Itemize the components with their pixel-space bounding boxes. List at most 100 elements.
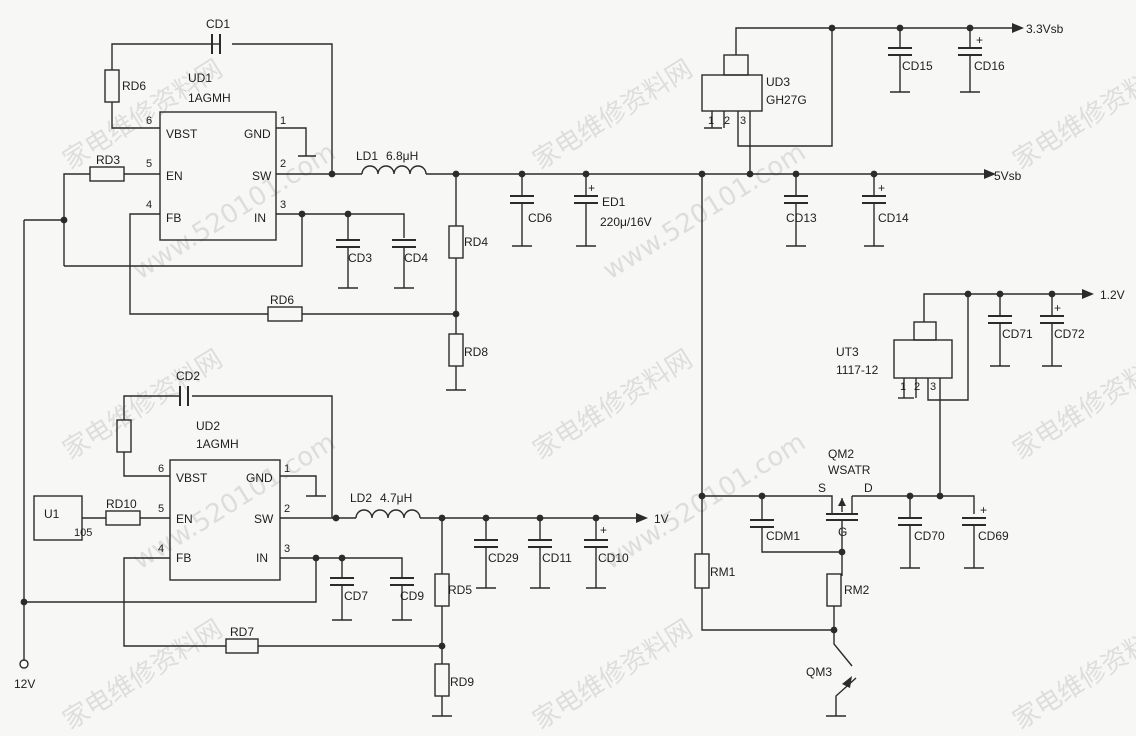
svg-text:RD6: RD6 — [270, 293, 294, 307]
svg-text:6.8μH: 6.8μH — [386, 149, 418, 163]
capacitor-cd1: CD1 — [206, 17, 230, 54]
watermark-text: 家电维修资料网 — [528, 614, 698, 736]
svg-text:1.2V: 1.2V — [1100, 288, 1125, 302]
svg-text:2: 2 — [280, 158, 286, 170]
svg-text:ED1: ED1 — [602, 195, 626, 209]
svg-text:1V: 1V — [654, 512, 669, 526]
svg-text:4: 4 — [158, 543, 164, 555]
svg-text:CD16: CD16 — [974, 59, 1005, 73]
svg-text:GND: GND — [244, 127, 271, 141]
svg-text:6: 6 — [158, 463, 164, 475]
chip-ut3: UT3 1117-12 1 2 3 1.2V — [836, 288, 1125, 496]
svg-text:2: 2 — [914, 381, 920, 393]
svg-text:S: S — [818, 481, 826, 495]
resistor-rd3: RD3 — [89, 153, 125, 182]
capacitor-cd9: CD9 — [390, 577, 424, 621]
transistor-qm2: QM2 WSATR S D G — [701, 174, 975, 576]
svg-text:UD2: UD2 — [196, 419, 220, 433]
capacitor-cd69: + CD69 — [962, 503, 1009, 569]
capacitor-cd72: + CD72 — [1040, 294, 1085, 367]
svg-text:EN: EN — [176, 512, 193, 526]
resistor-unlabeled — [116, 419, 132, 453]
svg-text:CD3: CD3 — [348, 251, 372, 265]
svg-text:FB: FB — [166, 211, 181, 225]
svg-text:EN: EN — [166, 169, 183, 183]
svg-text:GND: GND — [246, 471, 273, 485]
svg-text:CD4: CD4 — [404, 251, 428, 265]
svg-text:CD7: CD7 — [344, 589, 368, 603]
svg-text:LD2: LD2 — [350, 491, 372, 505]
svg-text:SW: SW — [252, 169, 272, 183]
capacitor-cd10: + CD10 — [584, 518, 629, 589]
svg-text:CD2: CD2 — [176, 369, 200, 383]
svg-text:CD72: CD72 — [1054, 327, 1085, 341]
capacitor-cd7: CD7 — [330, 577, 368, 621]
svg-text:CD69: CD69 — [978, 529, 1009, 543]
svg-text:3: 3 — [280, 199, 286, 211]
resistor-rm1: RM1 — [694, 496, 834, 631]
svg-text:CD6: CD6 — [528, 211, 552, 225]
svg-text:1: 1 — [280, 115, 286, 127]
svg-text:GH27G: GH27G — [766, 93, 807, 107]
capacitor-cd4: CD4 — [392, 239, 428, 289]
svg-text:RM1: RM1 — [710, 565, 736, 579]
capacitor-cd71: CD71 — [988, 294, 1033, 367]
svg-text:1: 1 — [284, 463, 290, 475]
feedback-divider-1: RD4 RD8 — [446, 174, 488, 391]
resistor-rd10: RD10 — [105, 497, 141, 526]
svg-text:3: 3 — [930, 381, 936, 393]
svg-text:3: 3 — [284, 543, 290, 555]
capacitor-cd13: CD13 — [784, 174, 817, 247]
ud1-wiring — [24, 43, 456, 315]
svg-text:QM2: QM2 — [828, 447, 854, 461]
watermark: 家电维修资料网 www.520101.com 家电维修资料网 www.52010… — [58, 54, 1136, 736]
svg-text:WSATR: WSATR — [828, 463, 871, 477]
chip-ud1: UD1 1AGMH VBST GND EN SW FB IN 6 5 4 1 2… — [146, 71, 286, 241]
svg-text:3.3Vsb: 3.3Vsb — [1026, 22, 1064, 36]
rail-12v: 12V — [14, 220, 35, 691]
svg-text:RD3: RD3 — [96, 153, 120, 167]
svg-text:4: 4 — [146, 199, 152, 211]
svg-text:+: + — [1054, 301, 1061, 315]
watermark-text: 家电维修资料网 — [528, 344, 698, 466]
svg-text:IN: IN — [254, 211, 266, 225]
resistor-rd6b: RD6 — [267, 293, 303, 322]
svg-text:CDM1: CDM1 — [766, 529, 800, 543]
svg-text:CD10: CD10 — [598, 551, 629, 565]
capacitor-cd29: CD29 — [474, 518, 519, 589]
svg-text:CD13: CD13 — [786, 211, 817, 225]
chip-ud3: UD3 GH27G 1 2 3 3.3Vsb — [701, 22, 1064, 174]
chip-ud2: UD2 1AGMH VBST GND EN SW FB IN 6 5 4 1 2… — [158, 419, 290, 581]
capacitor-cd2: CD2 — [176, 369, 200, 406]
svg-text:105: 105 — [74, 527, 92, 539]
capacitor-cd14: + CD14 — [862, 174, 909, 247]
svg-text:RM2: RM2 — [844, 583, 870, 597]
svg-text:CD71: CD71 — [1002, 327, 1033, 341]
svg-text:1117-12: 1117-12 — [836, 363, 879, 377]
watermark-url: www.520101.com — [598, 137, 811, 286]
svg-text:U1: U1 — [44, 507, 60, 521]
svg-text:SW: SW — [254, 512, 274, 526]
svg-text:CD14: CD14 — [878, 211, 909, 225]
svg-text:CD9: CD9 — [400, 589, 424, 603]
svg-text:12V: 12V — [14, 677, 35, 691]
block-u1: U1 105 — [33, 495, 92, 541]
watermark-text: 家电维修资料网 — [1008, 54, 1136, 176]
capacitor-cd16: + CD16 — [958, 28, 1005, 93]
svg-text:+: + — [878, 181, 885, 195]
capacitor-cd3: CD3 — [336, 238, 372, 289]
svg-text:RD10: RD10 — [106, 497, 137, 511]
svg-text:VBST: VBST — [166, 127, 198, 141]
svg-text:1AGMH: 1AGMH — [196, 437, 239, 451]
svg-text:FB: FB — [176, 551, 191, 565]
svg-text:RD9: RD9 — [450, 675, 474, 689]
svg-text:UT3: UT3 — [836, 345, 859, 359]
junctions — [20, 24, 1056, 650]
svg-text:6: 6 — [146, 115, 152, 127]
svg-text:RD7: RD7 — [230, 625, 254, 639]
resistor-rd6a: RD6 — [104, 69, 146, 103]
svg-text:CD1: CD1 — [206, 17, 230, 31]
capacitor-cdm1: CDM1 — [750, 496, 842, 553]
svg-text:RD8: RD8 — [464, 345, 488, 359]
